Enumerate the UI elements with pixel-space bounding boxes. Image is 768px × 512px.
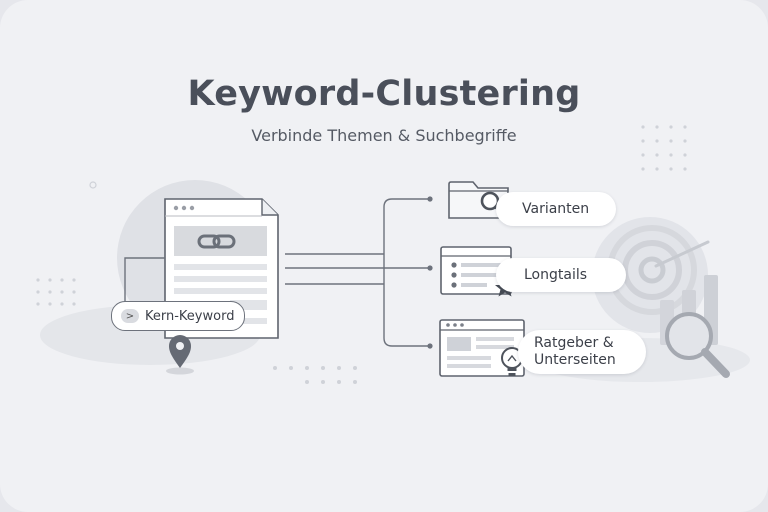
dot-grid-bottom <box>273 366 357 384</box>
target-pill-varianten: Varianten <box>496 192 616 226</box>
target-label: Longtails <box>524 266 588 283</box>
dot-grid-right <box>641 125 687 171</box>
target-pill-ratgeber: Ratgeber & Unterseiten <box>518 330 646 374</box>
target-label-line2: Unterseiten <box>534 352 616 368</box>
connector-left <box>124 257 165 316</box>
core-keyword-chip: > Kern-Keyword <box>111 301 245 331</box>
target-pill-longtails: Longtails <box>496 258 626 292</box>
chevron-right-icon: > <box>121 309 139 323</box>
webpage-lightbulb-icon <box>439 319 525 377</box>
page-subtitle: Verbinde Themen & Suchbegriffe <box>251 126 517 145</box>
connector-dots <box>427 196 433 349</box>
target-label: Varianten <box>522 200 590 217</box>
connector-lines <box>285 198 430 347</box>
link-icon <box>197 234 236 249</box>
deco-ring <box>89 181 97 189</box>
core-keyword-label: Kern-Keyword <box>145 308 235 324</box>
target-label-line1: Ratgeber & <box>534 335 614 351</box>
location-pin-icon <box>166 335 194 375</box>
folder-search-icon <box>448 181 509 219</box>
dot-grid-left <box>36 278 76 306</box>
page-title: Keyword-Clustering <box>187 74 581 114</box>
analytics-target-icon <box>607 225 730 378</box>
